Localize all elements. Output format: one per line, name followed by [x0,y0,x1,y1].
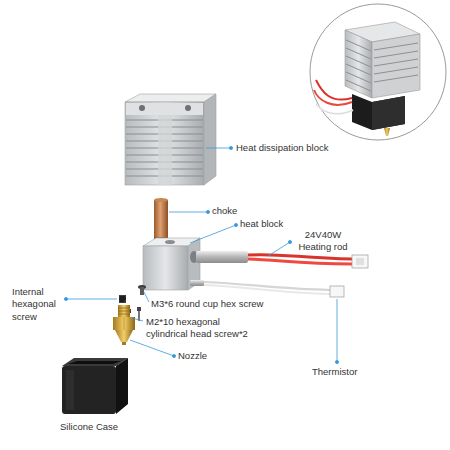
m3-screw-part [140,287,144,295]
m2-screws-part [137,307,141,311]
part-label: Thermistor [312,366,357,378]
leader-lines-part [144,292,149,302]
leader-lines-part [206,148,231,149]
leader-lines-part [66,299,117,300]
leader-lines [64,146,338,363]
inset-view [310,4,446,140]
heater-cartridge [196,251,368,268]
part-label: Heat dissipation block [236,142,406,154]
leader-lines-part [288,240,291,243]
part-label: M2*10 hexagonal cylindrical head screw*2 [146,316,264,341]
leader-lines-part [234,223,237,226]
nozzle-part-part [118,305,130,317]
inset-view-part [316,104,353,114]
leader-lines-part [64,297,67,300]
part-label: choke [212,205,237,217]
part-label: 24V40W Heating rod [293,229,353,254]
nozzle-part-part [124,317,125,330]
leader-lines-part [130,340,174,356]
heater-cartridge-part [196,251,248,263]
silicone-sock-part [116,358,128,414]
leader-lines-part [206,210,209,213]
silicone-sock-part [66,370,74,410]
part-label: heat block [240,218,283,230]
part-label: Silicone Case [60,421,118,433]
heatsink-part [185,105,191,111]
inset-view-part [372,96,405,130]
nozzle-part-part-part [118,311,130,312]
heatsink [125,94,216,185]
silicone-sock-part [62,366,116,414]
thermistor-probe-part [330,286,344,297]
leader-lines-part [132,318,143,321]
leader-lines-part [172,354,175,357]
set-screw-part [119,295,126,303]
leader-lines-part [169,212,208,213]
set-screw-part [119,296,126,302]
inset-view-part-part [346,80,371,91]
heatsink-part [204,94,216,185]
inset-view-part [352,94,405,130]
nozzle-part [113,305,135,345]
inset-view-part-part [374,59,418,66]
nozzle-part-part [118,308,130,314]
inset-view-part-part [374,75,418,82]
inset-view-part [310,4,446,140]
set-screw [119,295,126,303]
silicone-sock [62,358,128,414]
heater-block-part [143,246,188,290]
inset-view-part [384,128,390,136]
throat-tube-part [154,200,168,236]
heatsink-part [158,115,172,185]
heater-cartridge-part [352,255,368,268]
heatsink-part [139,105,145,111]
heater-cartridge-part [248,259,352,264]
part-label: Internal hexagonal screw [12,286,64,323]
leader-lines-part [335,360,338,363]
thermistor-probe-part [204,285,330,294]
inset-view-part-part [374,43,418,50]
inset-view-part [346,40,418,91]
nozzle-part-part [113,317,135,330]
inset-view-part [314,90,352,105]
silicone-sock-part [68,361,121,364]
inset-view-part [372,34,420,98]
heater-cartridge-part [356,258,364,265]
inset-view-part [316,80,352,100]
heater-block-part [165,240,175,244]
heatsink-part [125,102,204,185]
leader-lines-part [268,242,290,256]
inset-view-part-part [374,67,418,74]
inset-view-part [316,104,353,114]
part-label: M3*6 round cup hex screw [151,298,263,310]
inset-view-part [345,30,372,98]
leader-lines-part [229,146,232,149]
nozzle-part-part [122,342,126,345]
leader-lines-part [190,225,236,243]
heatsink-part [125,94,216,102]
part-label: Nozzle [178,350,207,362]
inset-view-part-part [374,51,418,58]
nozzle-part-part-part [118,314,130,315]
thermistor-probe-part [190,280,204,286]
thermistor-probe [190,280,344,297]
nozzle-part-part-part [118,308,130,309]
leader-lines-part [337,299,338,362]
throat-tube-part [154,198,168,202]
heatsink-part [126,103,203,115]
